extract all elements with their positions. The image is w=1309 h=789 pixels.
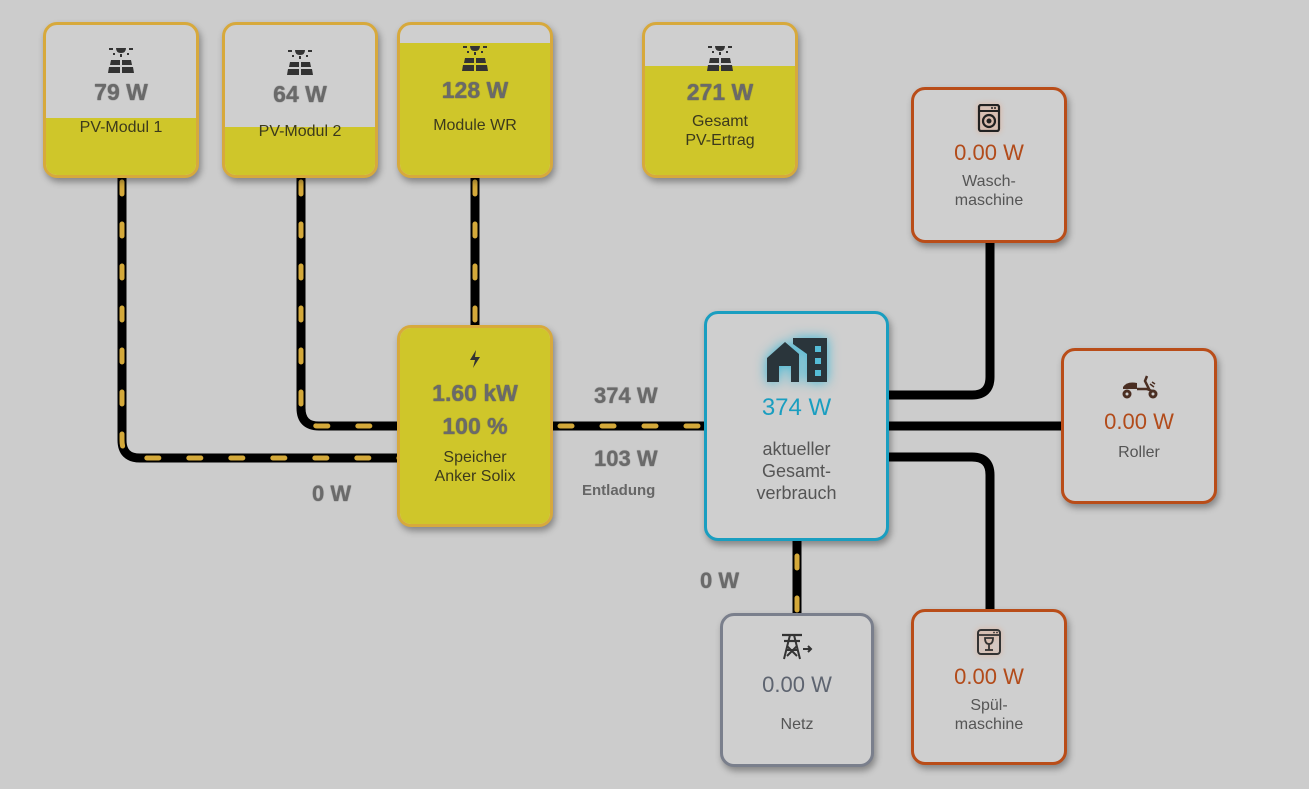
pv-module-wr-fill-level [400,43,550,175]
grid-to-home-flow-value: 0 W [700,568,740,593]
home-label-line3: verbrauch [756,483,837,503]
consumer-waschmaschine-card[interactable]: 0.00 W Wasch- maschine [911,87,1067,243]
pv-module-1-label: PV-Modul 1 [79,119,163,136]
grid-card[interactable]: 0.00 W Netz [720,613,874,767]
battery-soc: 100 % [442,413,508,439]
pv-total-label-line1: Gesamt [691,113,748,130]
battery-label-line1: Speicher [443,449,507,466]
home-label-line1: aktueller [762,439,831,459]
pv-module-2-power: 64 W [273,81,327,107]
battery-discharge-value: 103 W [594,446,658,471]
home-consumption-value: 374 W [761,394,832,421]
home-consumption-card[interactable]: 374 W aktueller Gesamt- verbrauch [704,311,889,541]
battery-card[interactable]: 1.60 kW 100 % Speicher Anker Solix [397,325,553,527]
pv-module-2-fill-level [225,127,375,175]
consumer-roller-value: 0.00 W [1104,409,1174,434]
solar-panel-icon [287,50,313,75]
home-label-line2: Gesamt- [761,461,831,481]
battery-power: 1.60 kW [432,380,518,406]
dishwasher-icon [977,629,1001,655]
pv1-to-battery-flow-value: 0 W [312,481,352,506]
flow-dash-pv2-battery [298,179,403,429]
pv-total-card[interactable]: 271 W Gesamt PV-Ertrag [642,22,798,178]
grid-label: Netz [780,716,814,733]
battery-to-home-flow-value: 374 W [594,383,658,408]
lightning-icon [470,350,480,368]
pv-module-1-card[interactable]: 79 W PV-Modul 1 [43,22,199,178]
consumer-spuelmaschine-label-line2: maschine [954,716,1024,733]
pv-total-label-line2: PV-Ertrag [685,132,755,149]
pv-module-wr-label: Module WR [433,117,517,134]
consumer-roller-card[interactable]: 0.00 W Roller [1061,348,1217,504]
pv-module-wr-power: 128 W [441,77,509,103]
pv-module-wr-card[interactable]: 128 W Module WR [397,22,553,178]
scooter-icon [1122,375,1158,399]
pv-total-power: 271 W [686,79,754,105]
pv-module-1-fill-level [46,118,196,175]
consumer-roller-label: Roller [1118,444,1160,461]
consumer-spuelmaschine-value: 0.00 W [954,664,1024,689]
wire-pv2-battery [296,178,400,431]
wire-pv1-battery [117,178,400,463]
battery-discharge-label: Entladung [582,482,656,499]
solar-panel-icon [707,46,733,71]
pv-module-2-label: PV-Modul 2 [258,123,342,140]
consumer-waschmaschine-label-line1: Wasch- [962,173,1016,190]
wire-home-waschmaschine [888,242,995,400]
consumer-waschmaschine-label-line2: maschine [954,192,1024,209]
pv-module-2-card[interactable]: 64 W PV-Modul 2 [222,22,378,178]
wire-home-spuelmaschine [888,452,995,612]
consumer-spuelmaschine-label-line1: Spül- [970,697,1008,714]
grid-value: 0.00 W [762,672,832,697]
solar-panel-icon [108,48,134,73]
consumer-spuelmaschine-card[interactable]: 0.00 W Spül- maschine [911,609,1067,765]
solar-panel-icon [462,46,488,71]
pv-module-1-power: 79 W [94,79,148,105]
power-pylon-icon [782,633,813,660]
washing-machine-icon [977,104,1001,132]
house-building-icon [766,338,827,382]
flow-dash-pv1-battery [119,179,403,461]
battery-label-line2: Anker Solix [434,468,516,485]
consumer-waschmaschine-value: 0.00 W [954,140,1024,165]
pv-total-fill-level [645,65,795,175]
